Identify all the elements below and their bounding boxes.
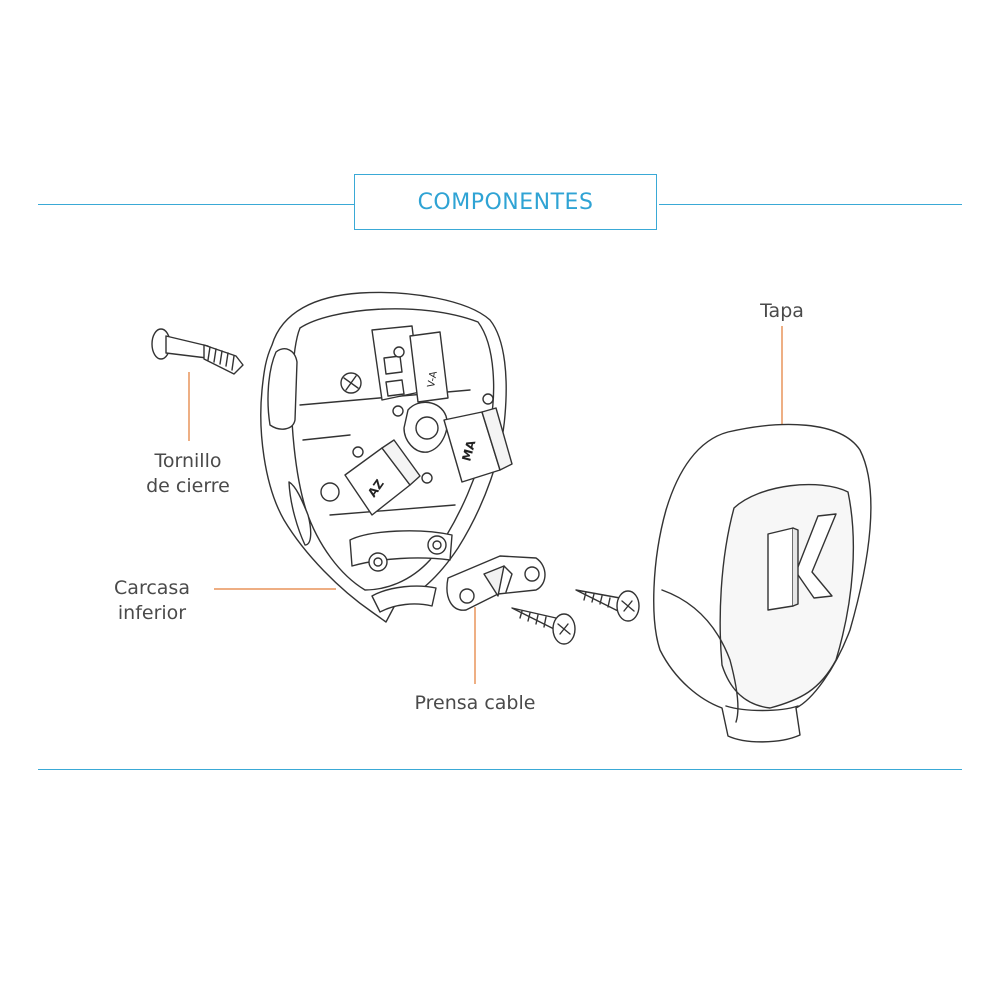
cover-illustration <box>653 423 872 743</box>
closing-screw-illustration <box>151 328 244 375</box>
leader-lines <box>188 326 783 684</box>
small-screw-illustration-1 <box>511 607 576 645</box>
label-carcasa-line2: inferior <box>117 602 187 624</box>
label-tapa: Tapa <box>760 300 804 322</box>
label-tornillo-line1: Tornillo <box>154 450 222 472</box>
header-rule-right <box>659 204 962 205</box>
label-carcasa-line1: Carcasa <box>114 577 190 599</box>
title-box: COMPONENTES <box>354 174 657 230</box>
footer-rule <box>38 769 962 770</box>
lower-housing-illustration <box>260 291 513 623</box>
label-prensa-cable: Prensa cable <box>414 692 536 714</box>
cable-clamp-illustration <box>446 555 546 611</box>
label-tornillo-de-cierre: Tornillo de cierre <box>118 449 258 499</box>
label-carcasa-inferior: Carcasa inferior <box>92 576 212 626</box>
label-tornillo-line2: de cierre <box>146 475 230 497</box>
terminal-label-va: V-A <box>426 370 440 388</box>
terminal-label-ma: MA <box>459 438 478 463</box>
header-rule-left <box>38 204 354 205</box>
page-title: COMPONENTES <box>417 189 594 215</box>
small-screw-illustration-2 <box>575 589 640 622</box>
